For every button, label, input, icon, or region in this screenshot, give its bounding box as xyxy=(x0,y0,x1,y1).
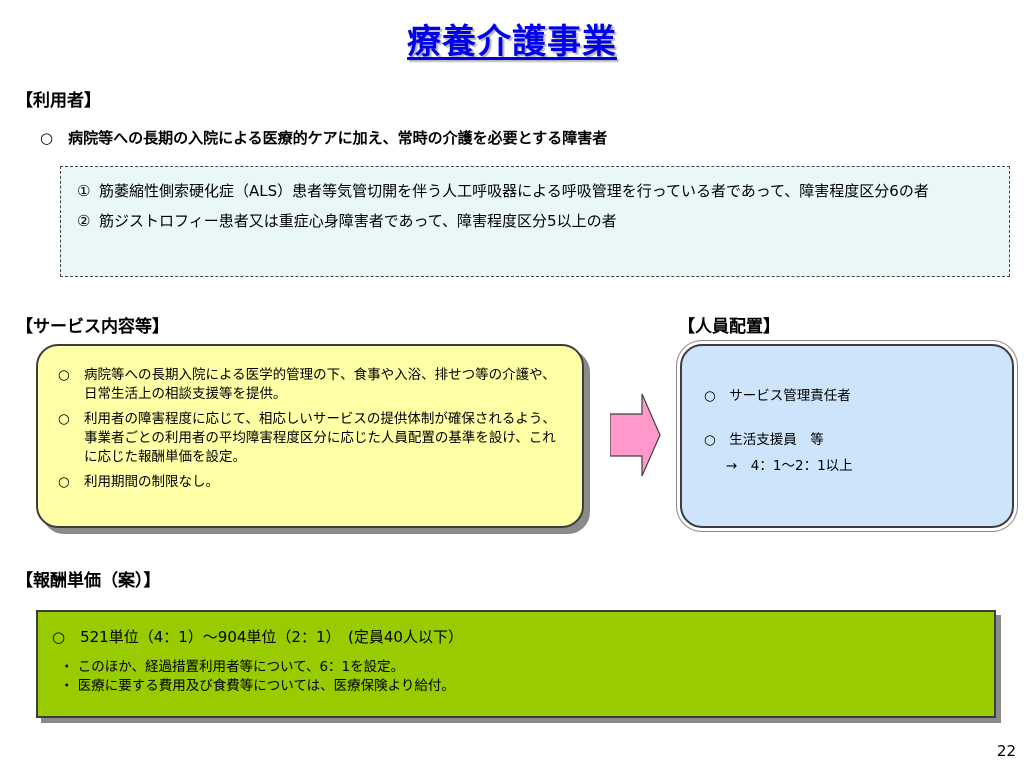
fee-box: ○ 521単位（4：1）～904単位（2：1） (定員40人以下） ・ このほか… xyxy=(36,610,996,718)
service-item-text: 利用者の障害程度に応じて、相応しいサービスの提供体制が確保されるよう、事業者ごと… xyxy=(84,411,556,465)
item-number: ② xyxy=(77,212,91,230)
page-number: 22 xyxy=(996,742,1016,760)
staff-placement-box: ○ サービス管理責任者 ○ 生活支援員 等 → 4：1～2：1以上 xyxy=(680,344,1014,528)
users-heading: 【利用者】 xyxy=(16,91,101,111)
fee-note: ・ 医療に要する費用及び食費等については、医療保険より給付。 xyxy=(60,678,455,694)
staff-heading: 【人員配置】 xyxy=(678,317,780,337)
bullet: ○ xyxy=(58,367,70,383)
page-title: 療養介護事業 xyxy=(407,22,617,62)
users-lead: ○ 病院等への長期の入院による医療的ケアに加え、常時の介護を必要とする障害者 xyxy=(40,129,608,147)
users-criteria-item: ① 筋萎縮性側索硬化症（ALS）患者等気管切開を伴う人工呼吸器による呼吸管理を行… xyxy=(77,180,993,203)
fee-heading: 【報酬単価（案）】 xyxy=(16,571,161,591)
users-criteria-box: ① 筋萎縮性側索硬化症（ALS）患者等気管切開を伴う人工呼吸器による呼吸管理を行… xyxy=(60,166,1010,277)
bullet: ○ xyxy=(58,474,70,490)
service-item-text: 利用期間の制限なし。 xyxy=(84,474,219,490)
item-text: 筋萎縮性側索硬化症（ALS）患者等気管切開を伴う人工呼吸器による呼吸管理を行って… xyxy=(99,182,929,200)
service-item-text: 病院等への長期入院による医学的管理の下、食事や入浴、排せつ等の介護や、日常生活上… xyxy=(84,367,556,402)
service-heading: 【サービス内容等】 xyxy=(16,317,169,337)
item-number: ① xyxy=(77,182,91,200)
fee-main-rate: ○ 521単位（4：1）～904単位（2：1） (定員40人以下） xyxy=(52,628,463,646)
item-text: 筋ジストロフィー患者又は重症心身障害者であって、障害程度区分5以上の者 xyxy=(99,212,617,230)
bullet: ○ xyxy=(58,411,70,427)
service-content-box: ○ 病院等への長期入院による医学的管理の下、食事や入浴、排せつ等の介護や、日常生… xyxy=(36,344,584,528)
staff-ratio: → 4：1～2：1以上 xyxy=(726,458,853,474)
fee-note: ・ このほか、経過措置利用者等について、6：1を設定。 xyxy=(60,659,405,675)
right-arrow-icon xyxy=(610,393,661,477)
users-criteria-item: ② 筋ジストロフィー患者又は重症心身障害者であって、障害程度区分5以上の者 xyxy=(77,210,993,233)
staff-line-support: ○ 生活支援員 等 xyxy=(704,432,824,448)
service-item: ○ 利用期間の制限なし。 xyxy=(58,473,564,492)
service-item: ○ 病院等への長期入院による医学的管理の下、食事や入浴、排せつ等の介護や、日常生… xyxy=(58,366,564,404)
service-item: ○ 利用者の障害程度に応じて、相応しいサービスの提供体制が確保されるよう、事業者… xyxy=(58,410,564,467)
staff-line-manager: ○ サービス管理責任者 xyxy=(704,388,851,404)
